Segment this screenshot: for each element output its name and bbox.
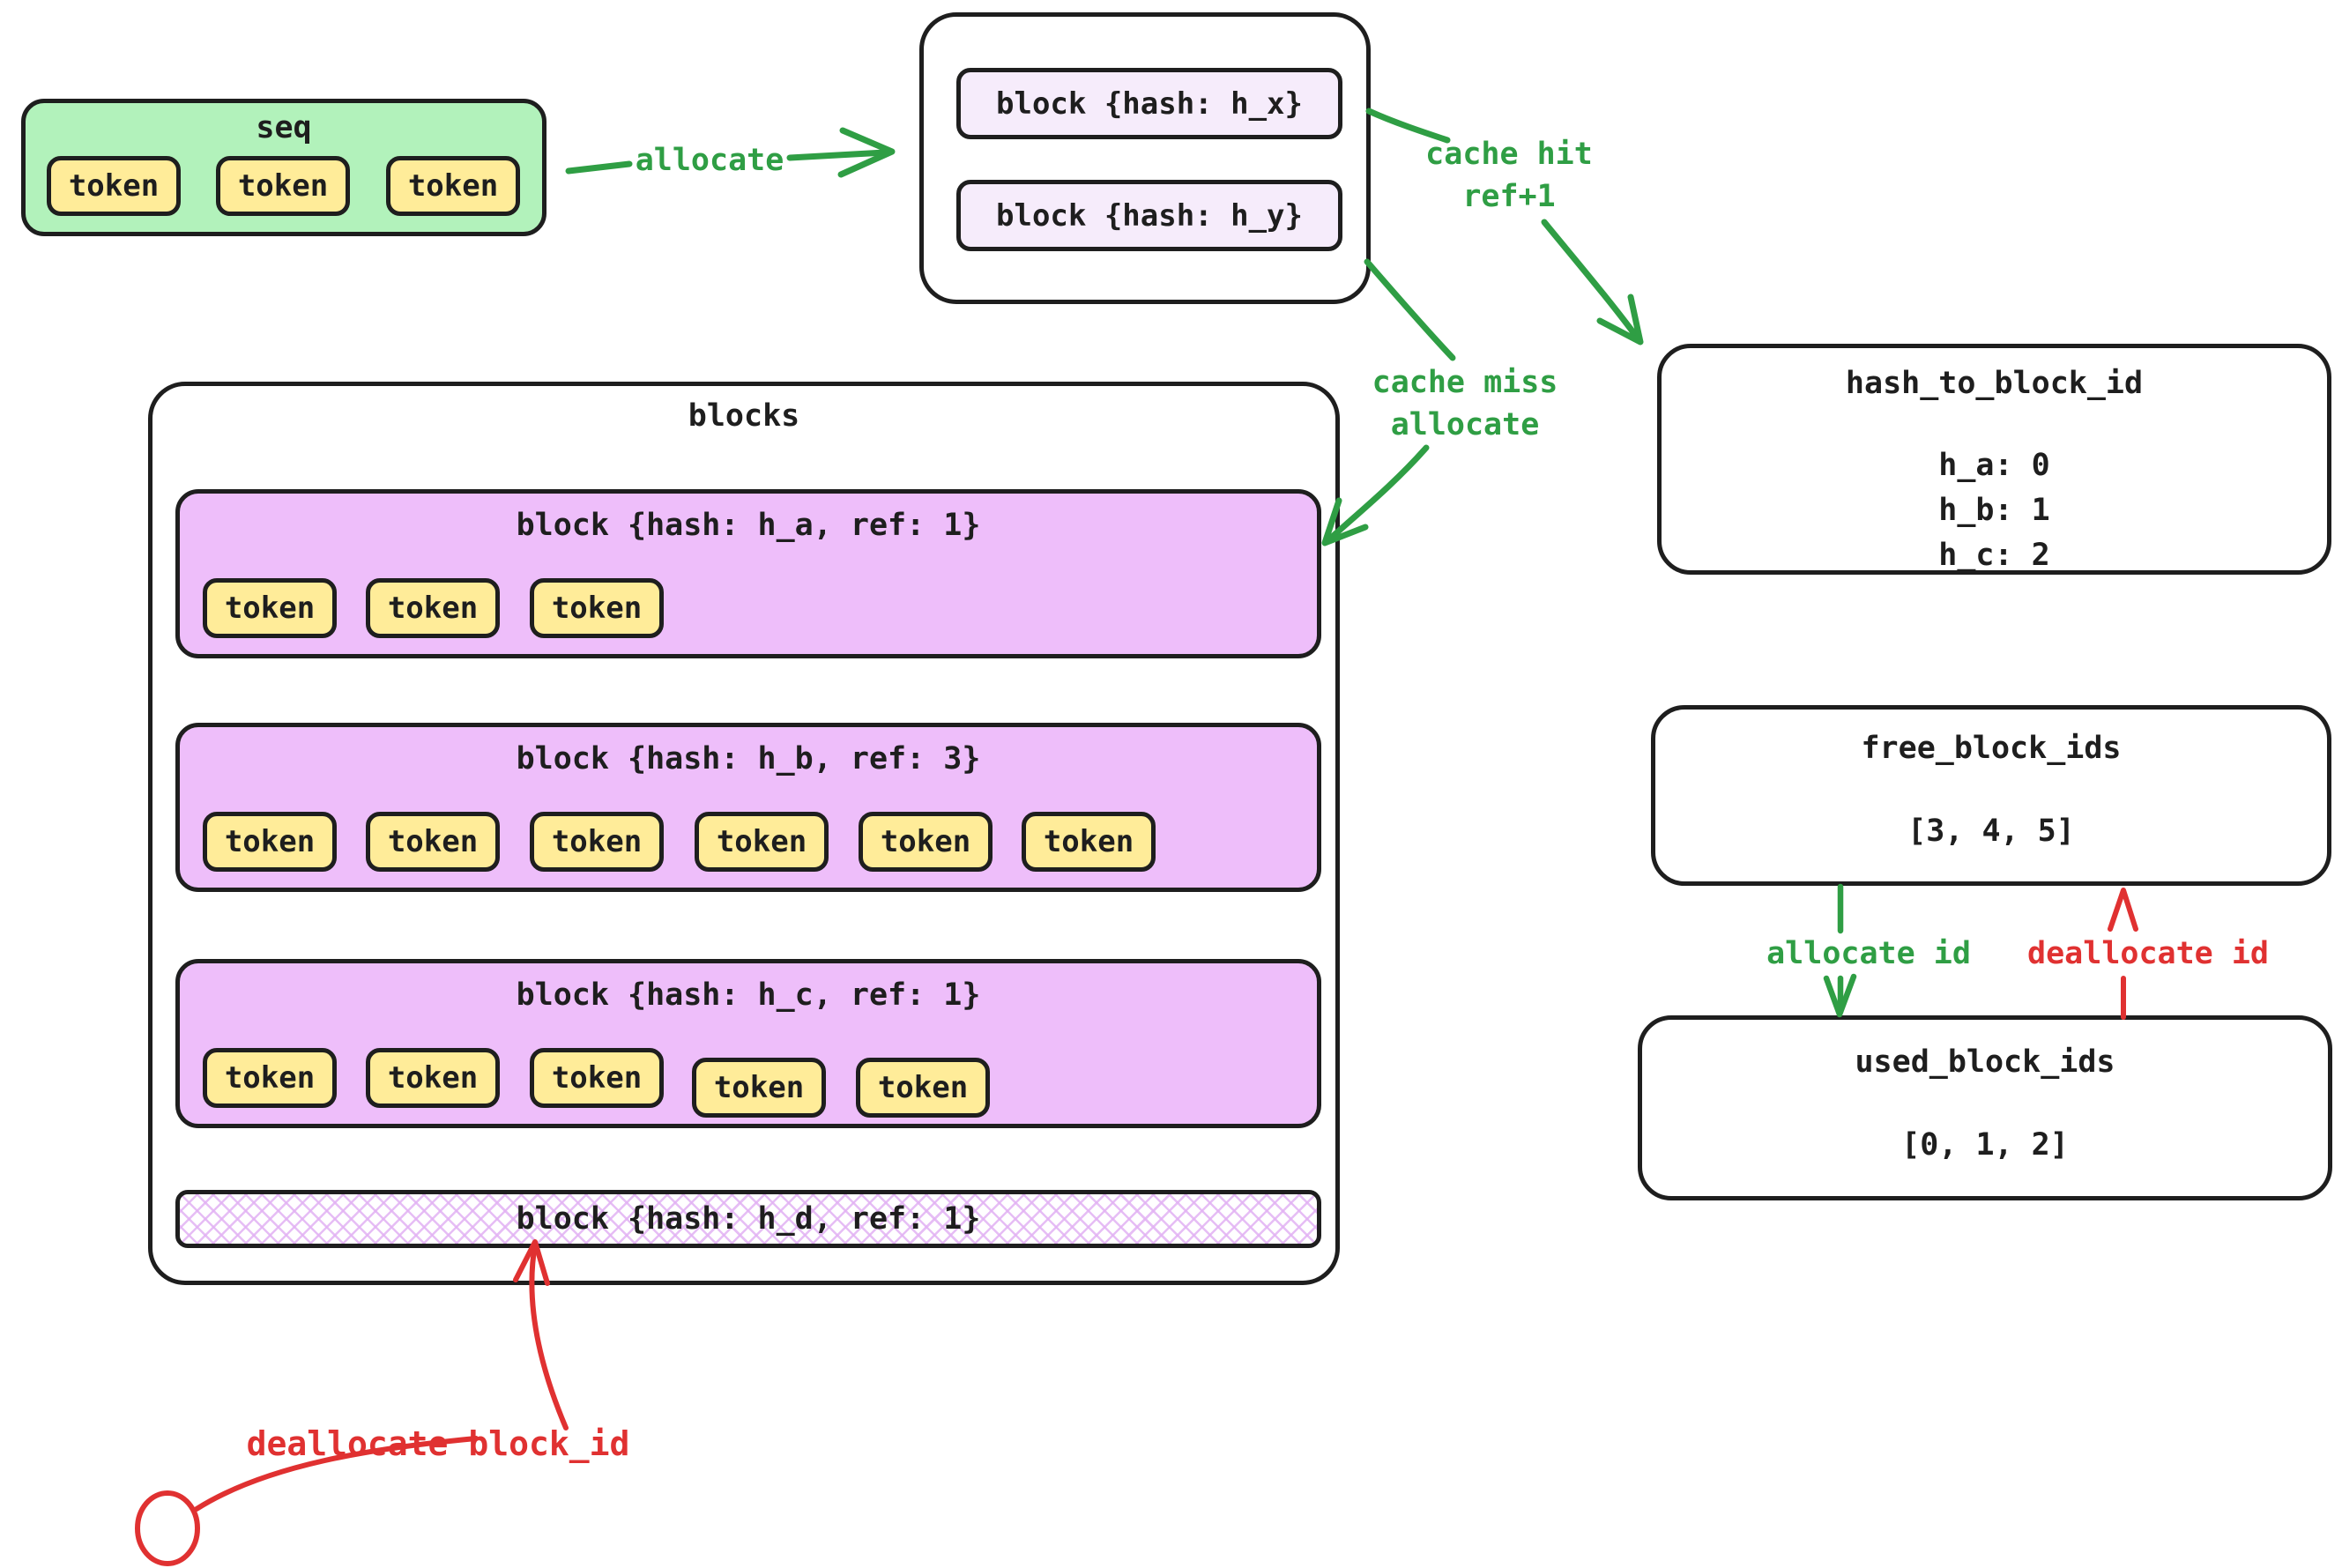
token-label: token <box>237 168 329 204</box>
hash-entry: h_a: 0 <box>1938 448 2050 483</box>
hash-to-block-id-title: hash_to_block_id <box>1845 366 2144 401</box>
staging-block-hx: block {hash: h_x} <box>956 68 1342 139</box>
token-label: token <box>716 824 807 859</box>
token-chip: token <box>366 1048 500 1108</box>
token-chip: token <box>692 1058 826 1118</box>
token-chip: token <box>203 578 337 638</box>
token-chip: token <box>530 1048 664 1108</box>
token-label: token <box>551 1060 643 1096</box>
token-chip: token <box>530 812 664 872</box>
deallocate-source-circle <box>135 1490 200 1566</box>
cache-hit-label: cache hit ref+1 <box>1425 137 1593 214</box>
token-label: token <box>880 824 971 859</box>
block-hb-label: block {hash: h_b, ref: 3} <box>516 741 981 777</box>
deallocate-block-arrow <box>135 1239 569 1566</box>
hash-to-block-id-entries: h_a: 0 h_b: 1 h_c: 2 <box>1662 443 2327 578</box>
token-chip: token <box>47 156 181 216</box>
token-label: token <box>387 1060 479 1096</box>
token-chip: token <box>366 578 500 638</box>
token-label: token <box>551 591 643 626</box>
block-ha-label: block {hash: h_a, ref: 1} <box>516 508 981 543</box>
staging-box: block {hash: h_x} block {hash: h_y} <box>919 12 1371 304</box>
blocks-box: blocks block {hash: h_a, ref: 1} token t… <box>148 382 1340 1285</box>
block-row-ha: block {hash: h_a, ref: 1} token token to… <box>175 489 1321 658</box>
hash-to-block-id-box: hash_to_block_id h_a: 0 h_b: 1 h_c: 2 <box>1657 344 2331 575</box>
hash-entry: h_c: 2 <box>1938 538 2050 573</box>
token-chip: token <box>859 812 993 872</box>
token-chip: token <box>366 812 500 872</box>
token-chip: token <box>1022 812 1156 872</box>
token-chip: token <box>386 156 520 216</box>
free-block-ids-box: free_block_ids [3, 4, 5] <box>1651 705 2331 886</box>
token-label: token <box>551 824 643 859</box>
token-chip: token <box>856 1058 990 1118</box>
used-block-ids-box: used_block_ids [0, 1, 2] <box>1638 1015 2332 1200</box>
blocks-title: blocks <box>688 398 800 434</box>
allocate-label: allocate <box>629 139 790 182</box>
token-label: token <box>224 1060 316 1096</box>
token-label: token <box>224 824 316 859</box>
seq-box: seq token token token <box>21 99 546 236</box>
token-label: token <box>877 1070 969 1105</box>
allocate-id-label: allocate id <box>1766 936 1971 971</box>
cache-miss-label: cache miss allocate <box>1372 365 1558 442</box>
hash-entry: h_b: 1 <box>1938 493 2050 528</box>
seq-title: seq <box>256 110 312 145</box>
block-row-hc: block {hash: h_c, ref: 1} token token to… <box>175 959 1321 1128</box>
used-block-ids-title: used_block_ids <box>1855 1044 2115 1080</box>
staging-block-hx-label: block {hash: h_x} <box>996 85 1303 122</box>
block-row-hb: block {hash: h_b, ref: 3} token token to… <box>175 723 1321 892</box>
block-hd-label: block {hash: h_d, ref: 1} <box>516 1201 981 1237</box>
token-chip: token <box>216 156 350 216</box>
free-block-ids-title: free_block_ids <box>1861 731 2122 766</box>
token-chip: token <box>695 812 829 872</box>
staging-block-hy-label: block {hash: h_y} <box>996 197 1303 234</box>
block-row-hd: block {hash: h_d, ref: 1} <box>175 1190 1321 1248</box>
token-label: token <box>407 168 499 204</box>
token-chip: token <box>530 578 664 638</box>
deallocate-id-label: deallocate id <box>2027 936 2269 971</box>
token-label: token <box>68 168 160 204</box>
used-block-ids-value: [0, 1, 2] <box>1901 1127 2069 1163</box>
block-hc-label: block {hash: h_c, ref: 1} <box>516 977 981 1013</box>
token-label: token <box>387 591 479 626</box>
staging-block-hy: block {hash: h_y} <box>956 180 1342 251</box>
token-label: token <box>1043 824 1134 859</box>
token-chip: token <box>203 812 337 872</box>
token-chip: token <box>203 1048 337 1108</box>
deallocate-block-id-label: deallocate block_id <box>246 1424 630 1463</box>
free-block-ids-value: [3, 4, 5] <box>1907 814 2075 849</box>
token-label: token <box>387 824 479 859</box>
token-label: token <box>713 1070 805 1105</box>
token-label: token <box>224 591 316 626</box>
